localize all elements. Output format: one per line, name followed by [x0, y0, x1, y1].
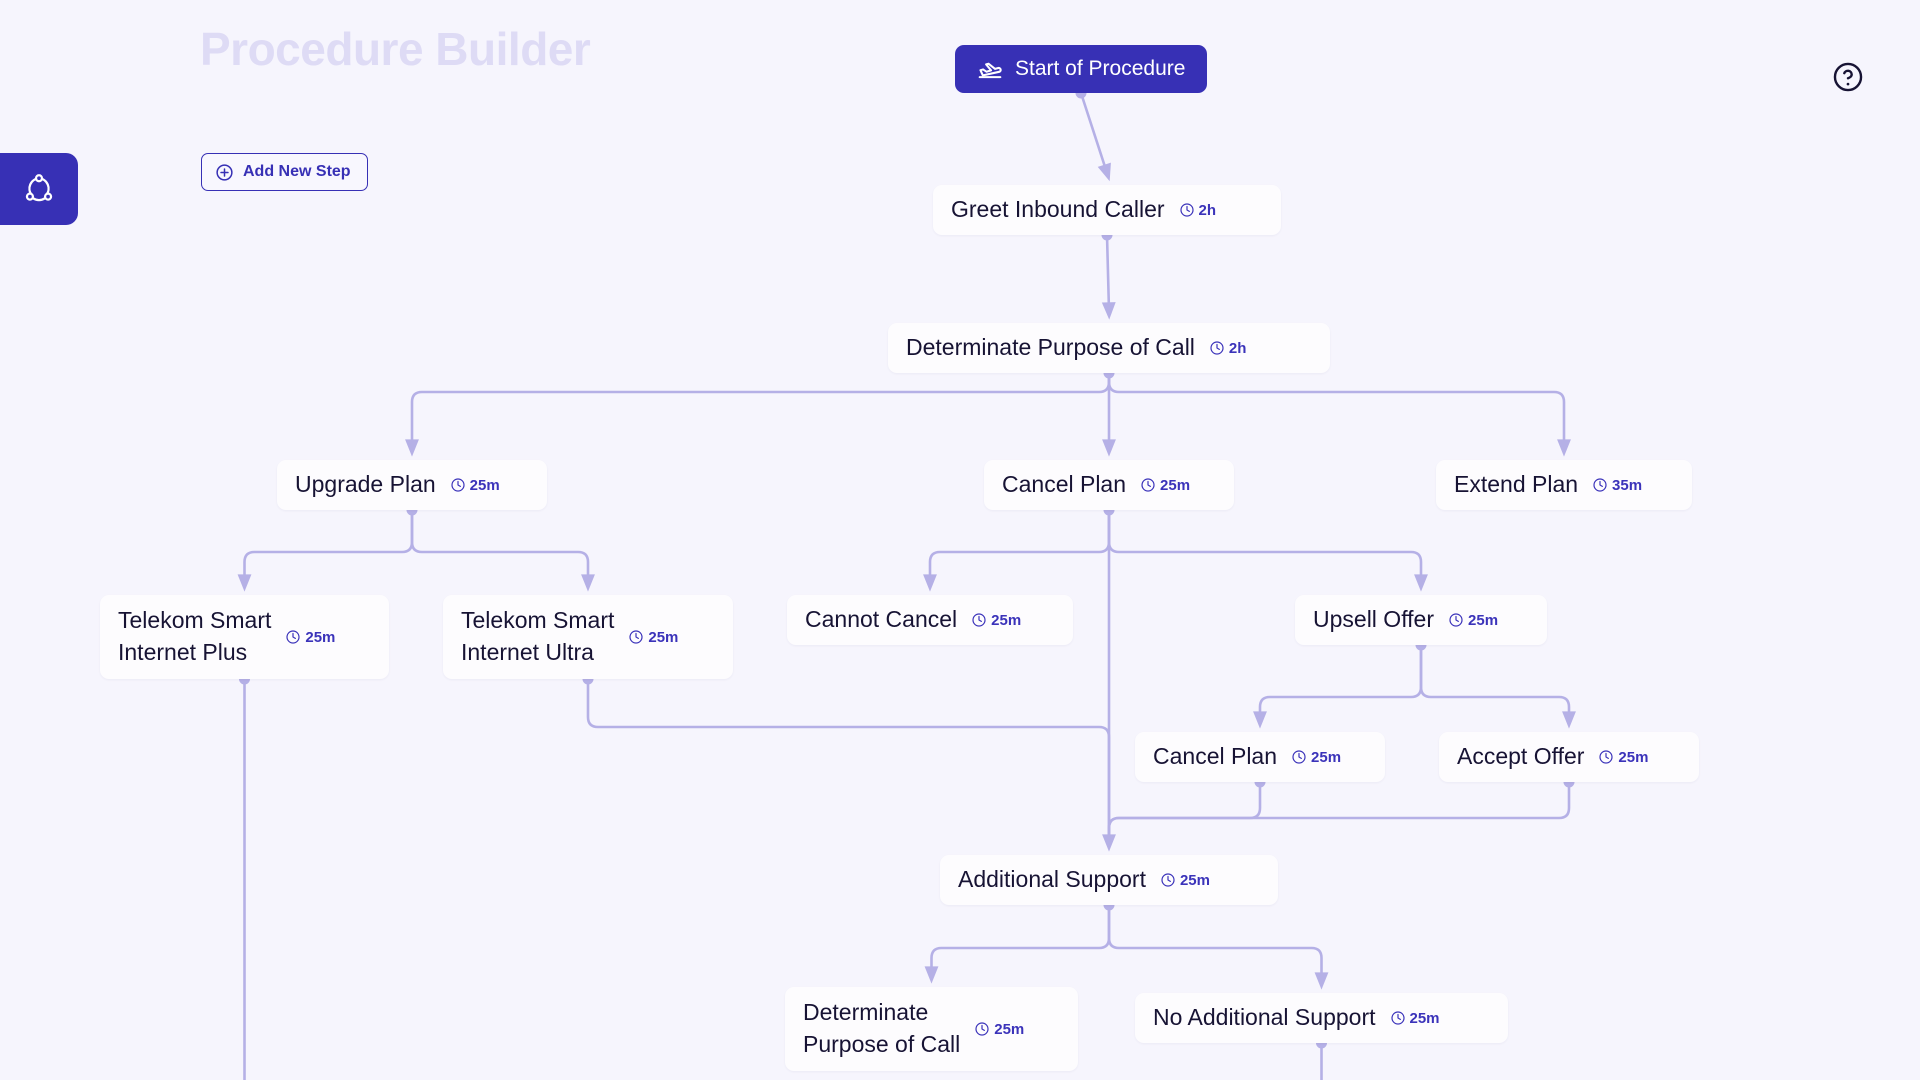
- plane-takeoff-icon: [977, 56, 1003, 82]
- duration-badge: 25m: [1598, 749, 1648, 766]
- clock-icon: [1160, 872, 1176, 888]
- step-node-label: Extend Plan: [1454, 471, 1579, 498]
- clock-icon: [1598, 749, 1614, 765]
- duration-text: 25m: [1409, 1009, 1440, 1027]
- step-node-extend[interactable]: Extend Plan 35m: [1436, 460, 1692, 510]
- duration-badge: 25m: [971, 612, 1021, 629]
- duration-text: 25m: [1311, 748, 1342, 766]
- edge-path: [405, 371, 1111, 457]
- duration-badge: 25m: [1291, 749, 1341, 766]
- step-node-greet[interactable]: Greet Inbound Caller 2h: [933, 185, 1281, 235]
- app-logo[interactable]: [0, 153, 78, 225]
- edge-path: [1107, 903, 1329, 990]
- step-node-cancel-1[interactable]: Cancel Plan 25m: [984, 460, 1234, 510]
- step-node-addsupport[interactable]: Additional Support 25m: [940, 855, 1278, 905]
- step-node-tsi-plus[interactable]: Telekom Smart Internet Plus 25m: [100, 595, 389, 679]
- duration-badge: 25m: [974, 1021, 1024, 1038]
- step-node-label: Additional Support: [958, 866, 1146, 893]
- step-node-tsi-ultra[interactable]: Telekom Smart Internet Ultra 25m: [443, 595, 733, 679]
- duration-text: 25m: [1160, 476, 1191, 494]
- clock-icon: [450, 477, 466, 493]
- duration-text: 2h: [1198, 201, 1217, 219]
- step-node-label: Cannot Cancel: [805, 606, 958, 633]
- page-title: Procedure Builder: [200, 23, 591, 75]
- step-node-label: Accept Offer: [1457, 743, 1585, 770]
- duration-badge: 35m: [1592, 477, 1642, 494]
- step-node-no-support[interactable]: No Additional Support 25m: [1135, 993, 1508, 1043]
- duration-text: 25m: [305, 628, 336, 646]
- duration-badge: 2h: [1209, 339, 1247, 357]
- duration-text: 25m: [991, 611, 1022, 629]
- step-node-label: Determinate Purpose of Call: [906, 334, 1195, 361]
- edge-path: [1107, 508, 1428, 592]
- edge-path: [1107, 371, 1571, 457]
- clock-icon: [1291, 749, 1307, 765]
- edge-path: [586, 677, 1111, 845]
- step-node-label: Cancel Plan: [1153, 743, 1278, 770]
- step-node-determ-2[interactable]: Determinate Purpose of Call 25m: [785, 987, 1078, 1071]
- duration-text: 25m: [469, 476, 500, 494]
- clock-icon: [971, 612, 987, 628]
- step-node-label: No Additional Support: [1153, 1004, 1376, 1031]
- question-circle-icon[interactable]: [1831, 60, 1865, 94]
- clock-icon: [1390, 1010, 1406, 1026]
- share-network-icon: [22, 172, 56, 206]
- duration-badge: 25m: [1160, 872, 1210, 889]
- clock-icon: [1448, 612, 1464, 628]
- clock-icon: [285, 629, 301, 645]
- edge-path: [1079, 91, 1111, 182]
- step-node-accept[interactable]: Accept Offer 25m: [1439, 732, 1699, 782]
- duration-text: 25m: [994, 1020, 1025, 1038]
- step-node-label: Determinate Purpose of Call: [803, 999, 961, 1057]
- step-node-upgrade[interactable]: Upgrade Plan 25m: [277, 460, 547, 510]
- duration-badge: 25m: [628, 629, 678, 646]
- step-node-label: Telekom Smart Internet Plus: [118, 607, 272, 665]
- start-node-label: Start of Procedure: [1015, 57, 1186, 80]
- edge-path: [1107, 780, 1571, 845]
- clock-icon: [1209, 340, 1225, 356]
- duration-badge: 25m: [285, 629, 335, 646]
- duration-badge: 25m: [1140, 477, 1190, 494]
- duration-text: 25m: [1618, 748, 1649, 766]
- step-node-determinate[interactable]: Determinate Purpose of Call 2h: [888, 323, 1330, 373]
- clock-icon: [1592, 477, 1608, 493]
- step-node-label: Upgrade Plan: [295, 471, 436, 498]
- edge-path: [923, 508, 1111, 592]
- edge-path: [237, 508, 414, 592]
- start-of-procedure-node[interactable]: Start of Procedure: [955, 45, 1208, 93]
- edge-path: [1419, 643, 1576, 729]
- duration-badge: 25m: [1448, 612, 1498, 629]
- step-node-label: Cancel Plan: [1002, 471, 1127, 498]
- step-node-label: Upsell Offer: [1313, 606, 1435, 633]
- duration-badge: 25m: [1390, 1010, 1440, 1027]
- clock-icon: [1179, 202, 1195, 218]
- step-node-label: Greet Inbound Caller: [951, 196, 1165, 223]
- clock-icon: [1140, 477, 1156, 493]
- step-node-label: Telekom Smart Internet Ultra: [461, 607, 615, 665]
- clock-icon: [974, 1021, 990, 1037]
- duration-text: 25m: [1468, 611, 1499, 629]
- plus-circle-icon: [215, 163, 234, 182]
- step-node-cancel-2[interactable]: Cancel Plan 25m: [1135, 732, 1385, 782]
- step-node-upsell[interactable]: Upsell Offer 25m: [1295, 595, 1547, 645]
- duration-text: 35m: [1612, 476, 1643, 494]
- edge-path: [1107, 780, 1262, 845]
- duration-badge: 2h: [1179, 201, 1217, 219]
- add-new-step-button[interactable]: Add New Step: [201, 153, 368, 191]
- step-node-cannot[interactable]: Cannot Cancel 25m: [787, 595, 1073, 645]
- edge-path: [924, 903, 1111, 984]
- duration-text: 2h: [1228, 339, 1247, 357]
- edge-path: [410, 508, 595, 592]
- duration-text: 25m: [648, 628, 679, 646]
- clock-icon: [628, 629, 644, 645]
- add-new-step-label: Add New Step: [243, 163, 351, 180]
- duration-badge: 25m: [450, 477, 500, 494]
- edge-path: [1101, 233, 1116, 320]
- duration-text: 25m: [1179, 871, 1210, 889]
- edge-path: [1253, 643, 1423, 729]
